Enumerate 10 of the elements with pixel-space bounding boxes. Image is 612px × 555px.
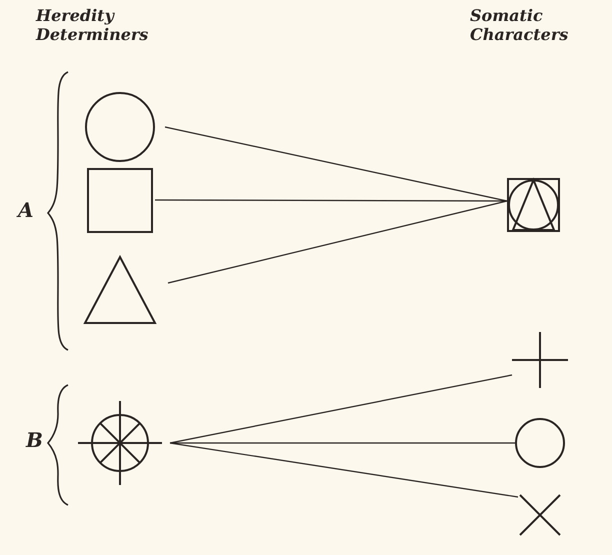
connector-line [168, 200, 508, 284]
group-label: A [18, 198, 35, 222]
column-heading: Somatic Characters [470, 6, 570, 44]
connector-line [170, 442, 518, 498]
connector-line [170, 442, 515, 444]
connector-line [164, 126, 508, 202]
group-label: B [26, 428, 44, 452]
column-heading: Heredity Determiners [36, 6, 150, 44]
connector-line [155, 199, 507, 202]
connector-line [170, 374, 512, 444]
